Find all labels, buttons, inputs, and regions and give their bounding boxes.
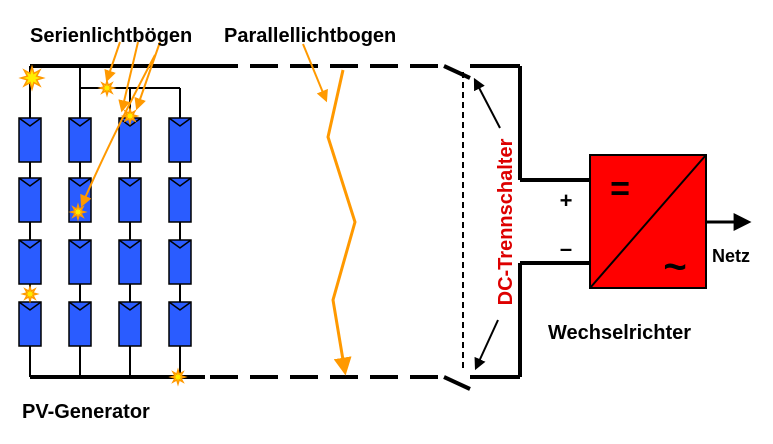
series-arcs-label: Serienlichtbögen (30, 25, 192, 47)
pv-module (168, 177, 192, 223)
pv-module (68, 239, 92, 285)
spark-icon (18, 64, 46, 92)
dc-switch-pointer-bottom (474, 319, 499, 371)
pv-modules (18, 117, 192, 347)
parallel-arc-label: Parallellichtbogen (224, 25, 396, 47)
pv-module (118, 177, 142, 223)
spark-icon (20, 284, 40, 304)
spark-icon (120, 106, 140, 126)
pv-module (168, 117, 192, 163)
pv-module (68, 301, 92, 347)
series-arc-pointers (80, 41, 161, 208)
pv-module (18, 117, 42, 163)
pv-module (168, 239, 192, 285)
pv-module (118, 117, 142, 163)
spark-icon (168, 367, 188, 387)
dc-switch-pointer-top (473, 77, 501, 129)
inverter: = ~ (589, 154, 707, 289)
minus-sign: – (560, 236, 572, 261)
pv-module (68, 117, 92, 163)
pv-module (18, 239, 42, 285)
pv-module (118, 301, 142, 347)
dc-switch (443, 64, 590, 391)
parallel-arc-pointer (302, 43, 328, 103)
pv-module (18, 177, 42, 223)
plus-sign: + (560, 188, 573, 213)
ac-symbol: ~ (663, 245, 686, 289)
inverter-label: Wechselrichter (548, 322, 691, 344)
spark-icon (68, 202, 88, 222)
spark-icon (97, 78, 117, 98)
parallel-arc-zigzag (326, 69, 357, 376)
arc-sparks (18, 64, 188, 387)
grid-label: Netz (712, 246, 750, 266)
string-wires (29, 66, 181, 377)
pv-module (168, 301, 192, 347)
pv-module (18, 301, 42, 347)
pv-generator-label: PV-Generator (22, 401, 150, 423)
dc-switch-label: DC-Trennschalter (495, 138, 517, 305)
dc-symbol: = (610, 170, 630, 208)
pv-module (118, 239, 142, 285)
